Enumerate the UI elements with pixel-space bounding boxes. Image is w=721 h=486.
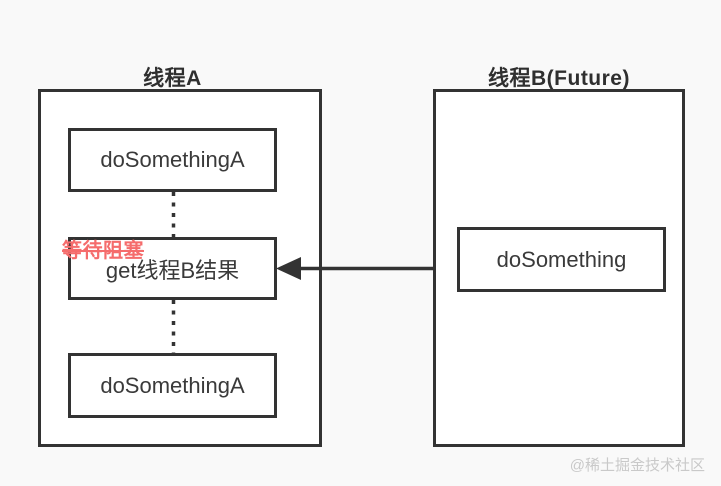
thread-a-step-3-label: doSomethingA (100, 372, 245, 398)
thread-a-title: 线程A (143, 67, 202, 90)
thread-b-step-1-label: doSomething (496, 246, 627, 272)
thread-a-step-2: get线程B结果 (68, 237, 277, 300)
thread-a-step-1-label: doSomethingA (100, 147, 245, 172)
thread-b-step-1: doSomething (457, 227, 666, 292)
thread-a-step-1: doSomethingA (68, 128, 277, 192)
thread-a-step-3: doSomethingA (68, 353, 277, 418)
watermark: @稀土掘金技术社区 (569, 457, 705, 474)
thread-b-title: 线程B(Future) (488, 67, 630, 90)
blocking-wait-annotation: 等待阻塞 (62, 240, 144, 262)
thread-a-step-2-label: get线程B结果 (105, 257, 240, 283)
